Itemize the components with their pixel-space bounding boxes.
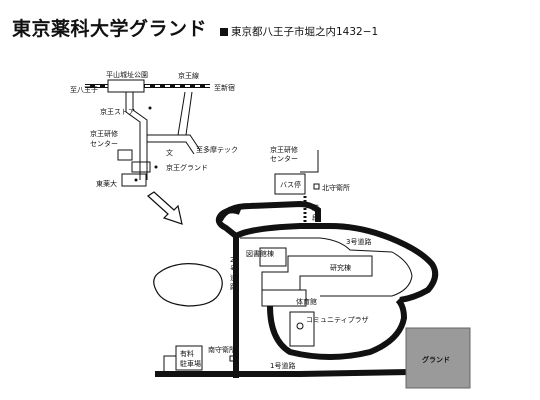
north-gate-label: 北守衛所 — [322, 183, 350, 192]
north-entrance-road — [217, 200, 321, 222]
toyaku-marker — [134, 178, 138, 182]
outer-loop-road — [215, 207, 439, 360]
to-tama-label: 至多摩テック — [196, 145, 238, 154]
overview-center-box — [117, 149, 133, 161]
overview-road-tama — [147, 134, 201, 151]
bus-stop-label: バス停 — [280, 180, 301, 189]
south-loop-road — [267, 297, 408, 360]
keio-ground-label: 京王グランド — [166, 163, 208, 172]
parking-label-1: 有料 — [180, 349, 194, 358]
road-3-label: 3号道路 — [346, 237, 371, 246]
center-label-2: センター — [270, 154, 298, 163]
to-hachioji-label: 至八王子 — [70, 86, 98, 94]
road-2-label: 2 号 道 路 — [230, 256, 237, 291]
research-building — [261, 255, 373, 291]
ground-label: グランド — [422, 355, 450, 364]
overview-center-label-1: 京王研修 — [90, 129, 118, 138]
toyaku-box — [121, 173, 147, 187]
overview-map: 平山城址公園 京王線 至八王子 至新宿 京王ストア 京王研修 センター 文 至多… — [70, 70, 238, 225]
parking-outline — [163, 355, 176, 372]
station-label: 平山城址公園 — [106, 70, 148, 79]
toyaku-label: 東薬大 — [96, 179, 117, 188]
stairs-label-2: 段 — [312, 213, 319, 222]
plaza-marker-icon — [296, 322, 304, 330]
address: 東京都八王子市堀之内1432−1 — [220, 24, 378, 39]
svg-text:号: 号 — [230, 265, 237, 273]
overview-road-north-2 — [185, 91, 193, 136]
store-marker — [148, 106, 152, 110]
direction-arrow-icon — [147, 191, 183, 225]
research-label: 研究棟 — [330, 263, 351, 272]
page-title: 東京薬科大学グランド — [12, 18, 208, 40]
to-shinjuku-label: 至新宿 — [214, 83, 235, 92]
parking-label-2: 駐車場 — [180, 359, 201, 368]
south-gate-label: 南守衛所 — [208, 345, 236, 354]
overview-road-right — [132, 92, 148, 180]
stairs-label-1: 階 — [312, 203, 319, 212]
gym-label: 体育館 — [296, 297, 317, 306]
overview-road-north — [177, 91, 186, 136]
detail-map: 京王研修 センター バス停 北守衛所 階 段 3号道路 2 号 道 路 図書館棟… — [153, 145, 471, 389]
rail-line-label: 京王線 — [178, 71, 199, 80]
address-text: 東京都八王子市堀之内1432−1 — [231, 26, 379, 38]
south-gate-icon — [229, 355, 236, 362]
square-bullet-icon — [220, 27, 228, 36]
svg-text:2: 2 — [230, 256, 234, 264]
overview-road-left — [125, 92, 141, 180]
svg-text:道: 道 — [230, 273, 237, 282]
store-label: 京王ストア — [100, 107, 135, 116]
bus-stop-box — [274, 173, 306, 195]
overview-center-label-2: センター — [90, 139, 118, 148]
station-box — [107, 79, 145, 93]
ground-area — [405, 327, 471, 389]
library-building — [259, 247, 287, 267]
keio-ground-marker — [154, 165, 158, 169]
center-outline — [300, 150, 319, 173]
keio-ground-box — [131, 161, 151, 173]
pond — [153, 263, 223, 307]
library-label: 図書館棟 — [246, 249, 274, 258]
overview-road-tama-2 — [147, 141, 195, 155]
school-mark: 文 — [166, 148, 173, 157]
parking-box — [175, 345, 203, 371]
north-gate-icon — [313, 183, 320, 190]
svg-text:路: 路 — [230, 282, 237, 291]
gym-building — [261, 289, 307, 307]
inner-road — [240, 237, 413, 297]
community-plaza-label: コミュニティプラザ — [306, 316, 369, 324]
community-plaza-building — [289, 311, 315, 347]
center-label-1: 京王研修 — [270, 145, 298, 154]
road-1-label: 1号道路 — [270, 361, 295, 370]
